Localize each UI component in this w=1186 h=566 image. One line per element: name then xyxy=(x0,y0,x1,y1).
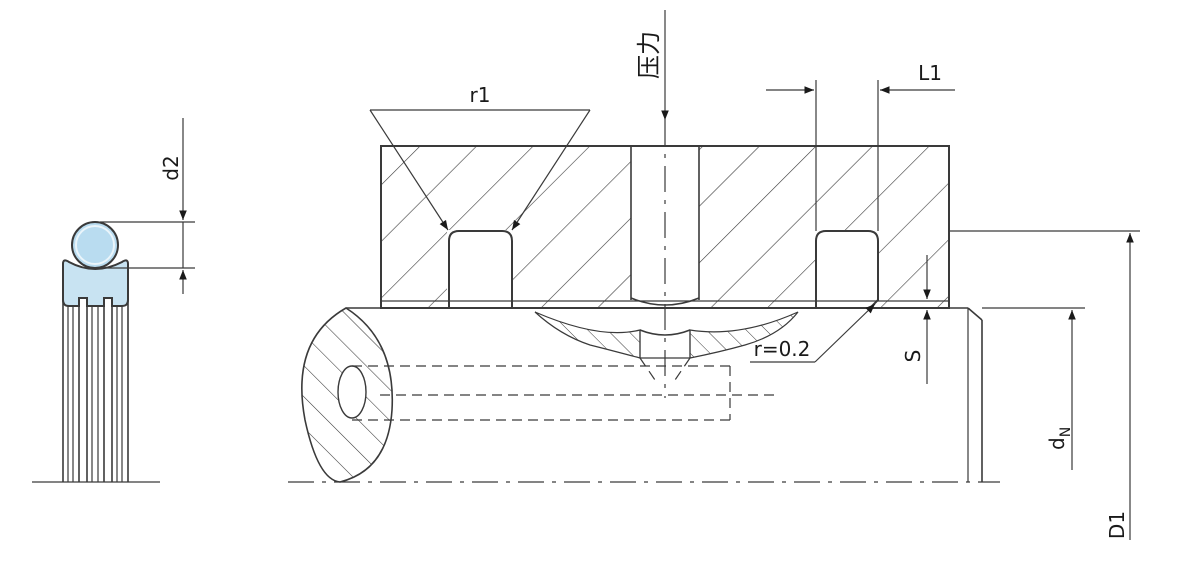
s-label: S xyxy=(901,350,925,363)
d1-label: D1 xyxy=(1105,511,1129,539)
r1-label: r1 xyxy=(470,83,491,107)
groove-left xyxy=(448,230,513,308)
l1-dimension: L1 xyxy=(766,61,955,231)
r02-callout: r=0.2 xyxy=(750,303,876,363)
pressure-indicator: 压力 xyxy=(635,10,669,398)
groove-right xyxy=(815,230,879,309)
pressure-label: 压力 xyxy=(635,31,663,79)
d2-label: d2 xyxy=(159,155,183,180)
seal-detail: d2 xyxy=(32,118,195,483)
r1-callout: r1 xyxy=(369,83,591,231)
o-ring xyxy=(71,221,119,269)
dn-dimension: dN xyxy=(982,307,1085,470)
s-dimension: S xyxy=(901,255,931,384)
seal-profile-body xyxy=(62,290,129,482)
seal-head xyxy=(62,259,129,307)
r02-label: r=0.2 xyxy=(754,337,811,361)
d1-dimension: D1 xyxy=(949,230,1140,540)
shaft xyxy=(288,307,1000,483)
dn-label: dN xyxy=(1045,427,1074,450)
l1-label: L1 xyxy=(918,61,942,85)
